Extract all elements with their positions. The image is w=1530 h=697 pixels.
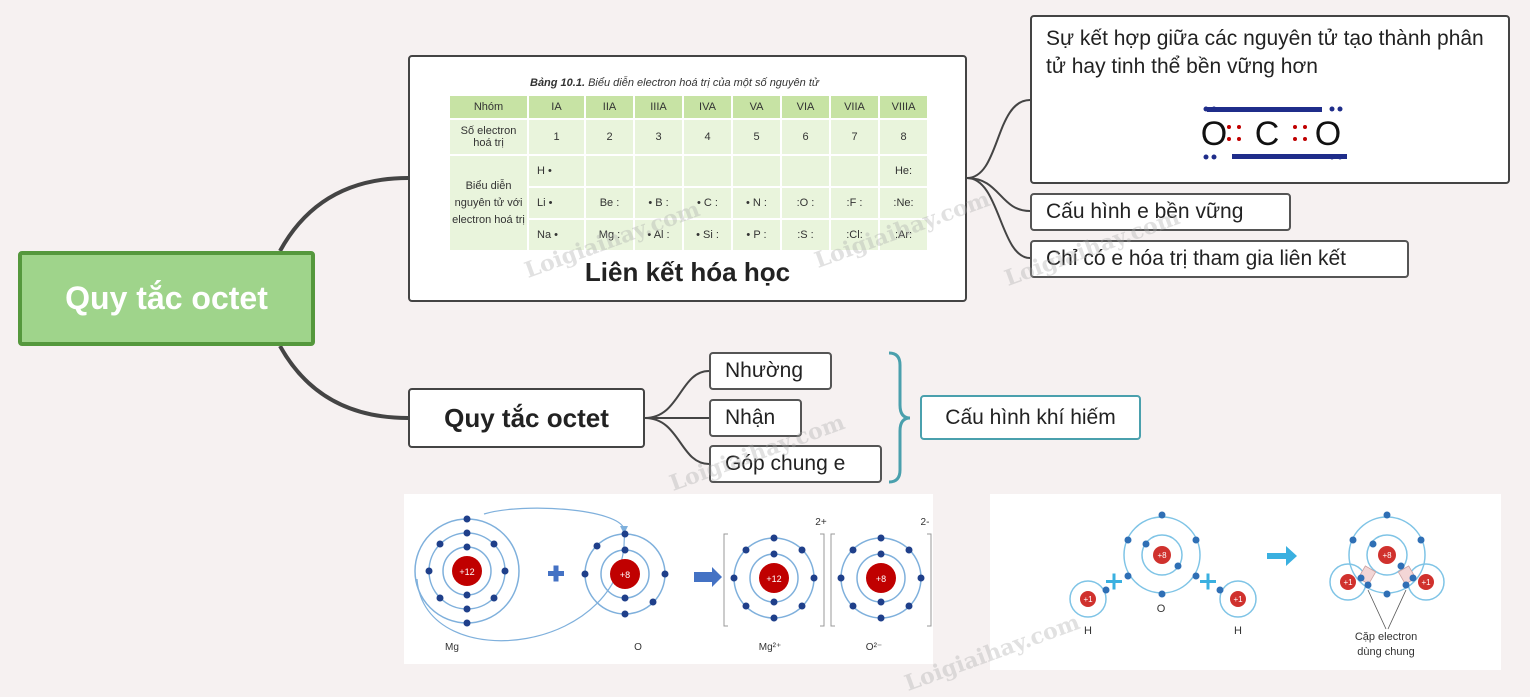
water-covalent-svg: +8 +1 +1 +8 +1 +1 H O H Cặp electron dùn… [1069,511,1445,658]
connector-lines [278,99,1031,484]
o-nucleus-charge: +8 [1157,551,1167,560]
o-ion-label: O²⁻ [866,642,882,653]
mg-label: Mg [445,642,459,653]
bond-card[interactable]: Bảng 10.1. Biểu diễn electron hoá trị củ… [408,55,993,302]
h-nucleus-charge: +1 [1083,595,1093,604]
definition-text: Sự kết hợp giữa các nguyên tử tạo thành … [1046,27,1484,78]
table-row: Biểu diễn nguyên tử với electron hoá trị… [450,156,927,250]
root-label: Quy tắc octet [65,280,268,316]
valence-only-node[interactable]: Chỉ có e hóa trị tham gia liên kết [1030,240,1409,278]
stable-config-node[interactable]: Cấu hình e bền vững [1030,193,1291,231]
brace [888,351,911,484]
branch-give[interactable]: Nhường [709,352,832,390]
shared-pair-label: dùng chung [1357,646,1415,658]
o-nucleus-charge: +8 [1382,551,1392,560]
table-header-row: Nhóm IA IIA IIIA IVA VA VIA VIIA VIIIA [450,96,927,118]
o-label: O [634,642,642,653]
o-ion-nucleus-charge: +8 [876,574,886,584]
octet-rule-label: Quy tắc octet [444,402,609,433]
noble-gas-node[interactable]: Cấu hình khí hiếm [920,395,1141,440]
mgo-ionic-svg: +12 +8 +12 +8 Mg O Mg²⁺ O²⁻ 2+ 2- [414,507,932,653]
shared-pair-label: Cặp electron [1355,631,1417,643]
definition-card[interactable]: Sự kết hợp giữa các nguyên tử tạo thành … [1030,15,1510,184]
branch-share[interactable]: Góp chung e [709,445,882,483]
mg-ion-label: Mg²⁺ [759,642,782,653]
h-label: H [1234,625,1242,637]
valence-table: Nhóm IA IIA IIIA IVA VA VIA VIIA VIIIA S… [448,94,929,252]
co2-atom-c: C [1255,115,1280,153]
octet-rule-node[interactable]: Quy tắc octet [408,388,645,448]
o-nucleus-charge: +8 [620,570,630,580]
bond-card-title: Liên kết hóa học [584,257,791,287]
h-nucleus-charge: +1 [1233,595,1243,604]
table-row: Li • Be : • B : • C : • N : :O : :F : :N… [450,188,927,218]
mg-ion-charge: 2+ [815,517,827,528]
co2-atom-o-right: O [1315,115,1341,153]
co2-atom-o-left: O [1201,115,1227,153]
table-row: Số electron hoá trị 1 2 3 4 5 6 7 8 [450,120,927,154]
mgo-ionic-diagram: +12 +8 +12 +8 Mg O Mg²⁺ O²⁻ 2+ 2- [404,494,933,664]
h-label: H [1084,625,1092,637]
o-label: O [1157,603,1166,615]
table-row: Na • Mg : • Al : • Si : • P : :S : :Cl: … [450,220,927,250]
mg-ion-nucleus-charge: +12 [766,574,781,584]
mg-nucleus-charge: +12 [459,567,474,577]
water-covalent-diagram: +8 +1 +1 +8 +1 +1 H O H Cặp electron dùn… [990,494,1501,670]
o-ion-charge: 2- [921,517,930,528]
branch-receive[interactable]: Nhận [709,399,802,437]
h-nucleus-charge: +1 [1421,578,1431,587]
co2-lewis-structure: O C O [1201,106,1347,160]
root-node[interactable]: Quy tắc octet [18,251,315,346]
table-caption: Bảng 10.1. Biểu diễn electron hoá trị củ… [530,77,819,89]
h-nucleus-charge: +1 [1343,578,1353,587]
